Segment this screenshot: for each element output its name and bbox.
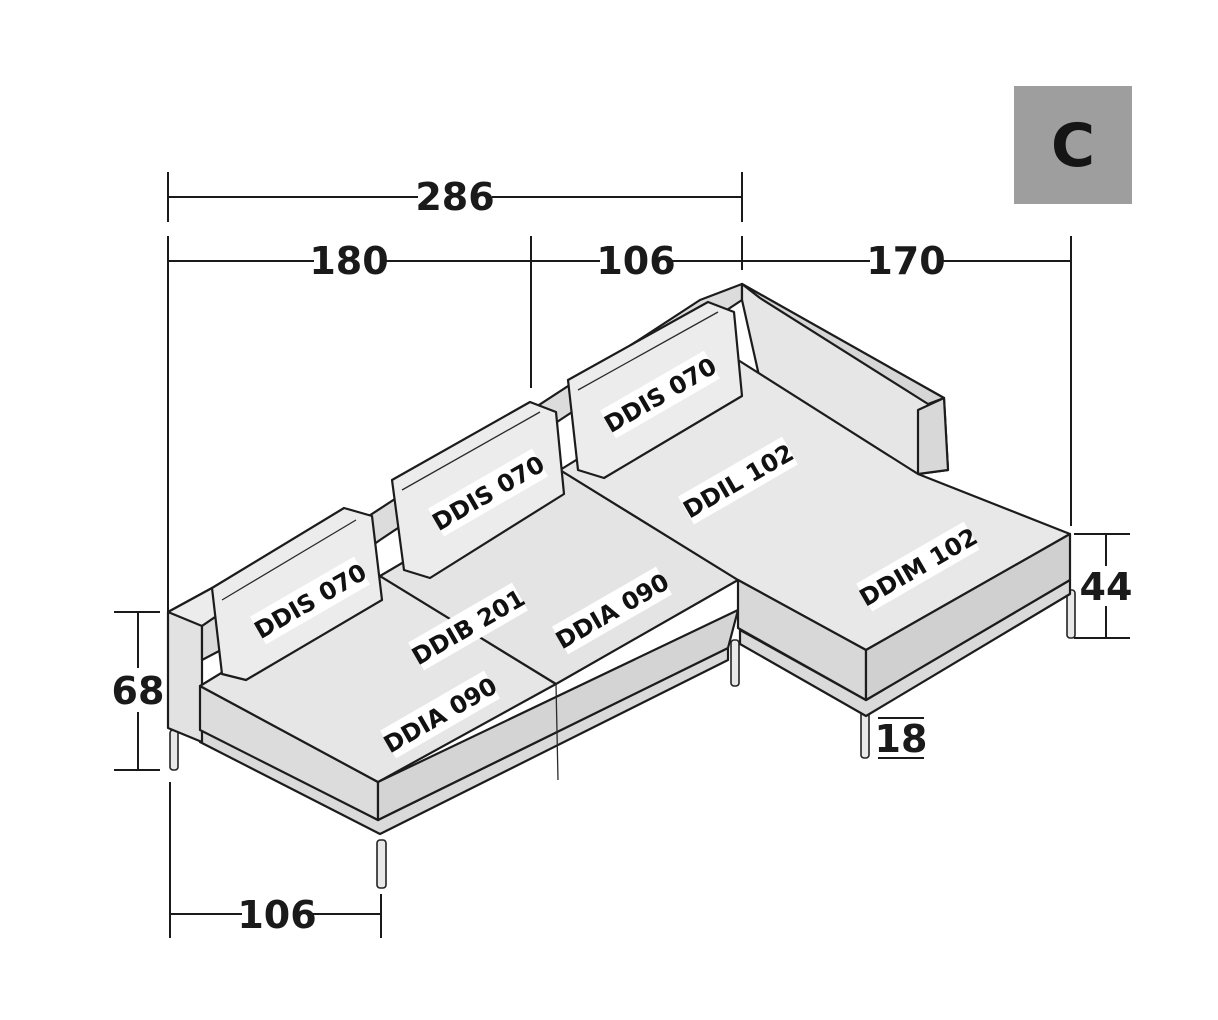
badge-background (1014, 86, 1132, 204)
dim-depth: 106 (237, 893, 316, 937)
leg-inner (730, 639, 740, 687)
label-back-middle-bg (428, 448, 548, 537)
chaise-backrest-top (740, 282, 946, 406)
chaise-backrest-end (916, 396, 950, 476)
leg-chaise-right (1066, 589, 1076, 639)
leg-front-left (169, 729, 179, 771)
label-seat-left-bg (380, 670, 500, 759)
dim-height: 68 (112, 669, 165, 713)
dim-left-section: 180 (309, 239, 388, 283)
dimension-lines (114, 172, 1130, 938)
dim-leg-height: 18 (875, 717, 928, 761)
leg-front-middle (376, 839, 387, 889)
label-chaise-back-bg (678, 436, 798, 525)
dim-middle-section: 106 (596, 239, 675, 283)
dim-chaise-length: 170 (866, 239, 945, 283)
configuration-badge: C (1014, 86, 1132, 204)
chaise-seat-side (864, 532, 1072, 702)
seat-main-front (376, 608, 740, 822)
dimension-values: 286 180 106 170 68 106 44 18 (112, 175, 1133, 937)
label-seat-middle-bg (552, 566, 672, 655)
label-chaise-front-bg (856, 521, 980, 612)
label-back-right-bg (600, 350, 720, 439)
dim-total-width: 286 (415, 175, 494, 219)
badge-letter: C (1051, 111, 1095, 181)
label-back-left-bg (250, 556, 370, 645)
label-seat-corner-back-bg (408, 582, 528, 671)
seat-seam-1 (555, 683, 559, 781)
dim-seat-height: 44 (1080, 565, 1133, 609)
sofa-illustration (166, 282, 1076, 889)
leg-chaise-front (860, 709, 870, 759)
